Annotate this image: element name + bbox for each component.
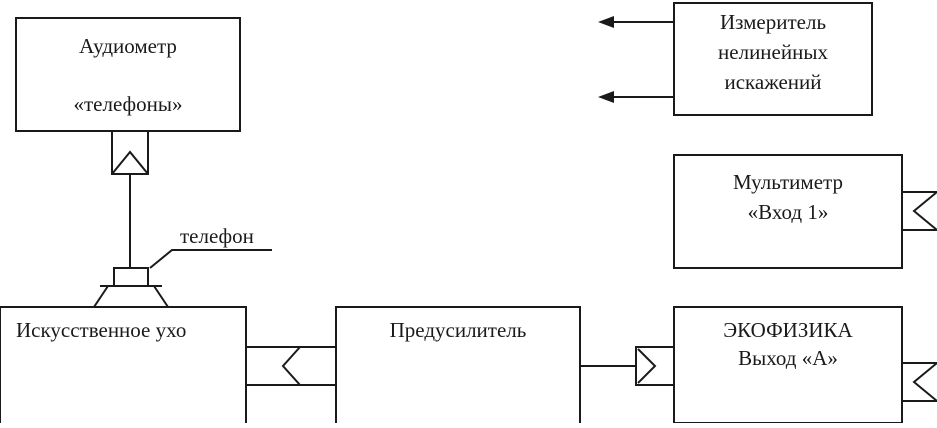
telephone-body xyxy=(113,267,149,287)
audiometer-box xyxy=(15,17,241,132)
multimeter-box xyxy=(673,154,903,269)
ear-preamp-connector xyxy=(245,346,337,386)
telephone-leg-left xyxy=(93,285,109,308)
preamplifier-box xyxy=(335,306,581,428)
distortion-meter-box xyxy=(673,2,873,116)
ecophysics-line2: Выход «А» xyxy=(738,346,838,370)
telephone-label: телефон xyxy=(180,224,254,248)
preamplifier-title: Предусилитель xyxy=(389,318,527,342)
distortion-arrow-bottom-head xyxy=(598,91,614,103)
distortion-arrow-top-head xyxy=(598,16,614,28)
telephone-leg-right xyxy=(153,285,169,308)
audiometer-connector-chevron xyxy=(111,150,149,175)
audiometer-subtitle: «телефоны» xyxy=(73,92,183,116)
distortion-meter-line3: искажений xyxy=(724,70,822,94)
telephone-leader xyxy=(149,249,272,269)
multimeter-line1: Мультиметр xyxy=(733,170,843,194)
artificial-ear-title: Искусственное ухо xyxy=(16,318,187,342)
ecophysics-line1: ЭКОФИЗИКА xyxy=(723,318,853,342)
distortion-meter-line1: Измеритель xyxy=(719,10,827,34)
artificial-ear-box xyxy=(0,306,247,428)
multimeter-connector xyxy=(902,191,937,231)
audiometer-title: Аудиометр xyxy=(79,34,177,58)
ecophysics-output-connector xyxy=(902,362,937,402)
ecophysics-box xyxy=(673,306,903,424)
ear-preamp-connector-chevron xyxy=(281,346,301,386)
multimeter-line2: «Вход 1» xyxy=(747,200,829,224)
ecophysics-input-chevron xyxy=(637,348,657,384)
distortion-meter-line2: нелинейных xyxy=(718,40,828,64)
